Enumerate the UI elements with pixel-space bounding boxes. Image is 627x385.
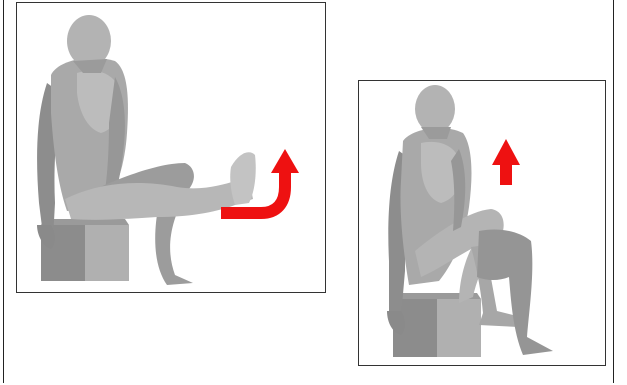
figure-leg-extension-illustration <box>17 3 326 293</box>
up-arrow-icon <box>492 139 520 185</box>
exercise-panel-knee-raise <box>358 80 606 366</box>
seat-box <box>393 293 481 357</box>
figure-knee-raise-illustration <box>359 81 606 366</box>
seat-box <box>41 219 129 281</box>
exercise-panel-leg-extension <box>16 2 326 293</box>
